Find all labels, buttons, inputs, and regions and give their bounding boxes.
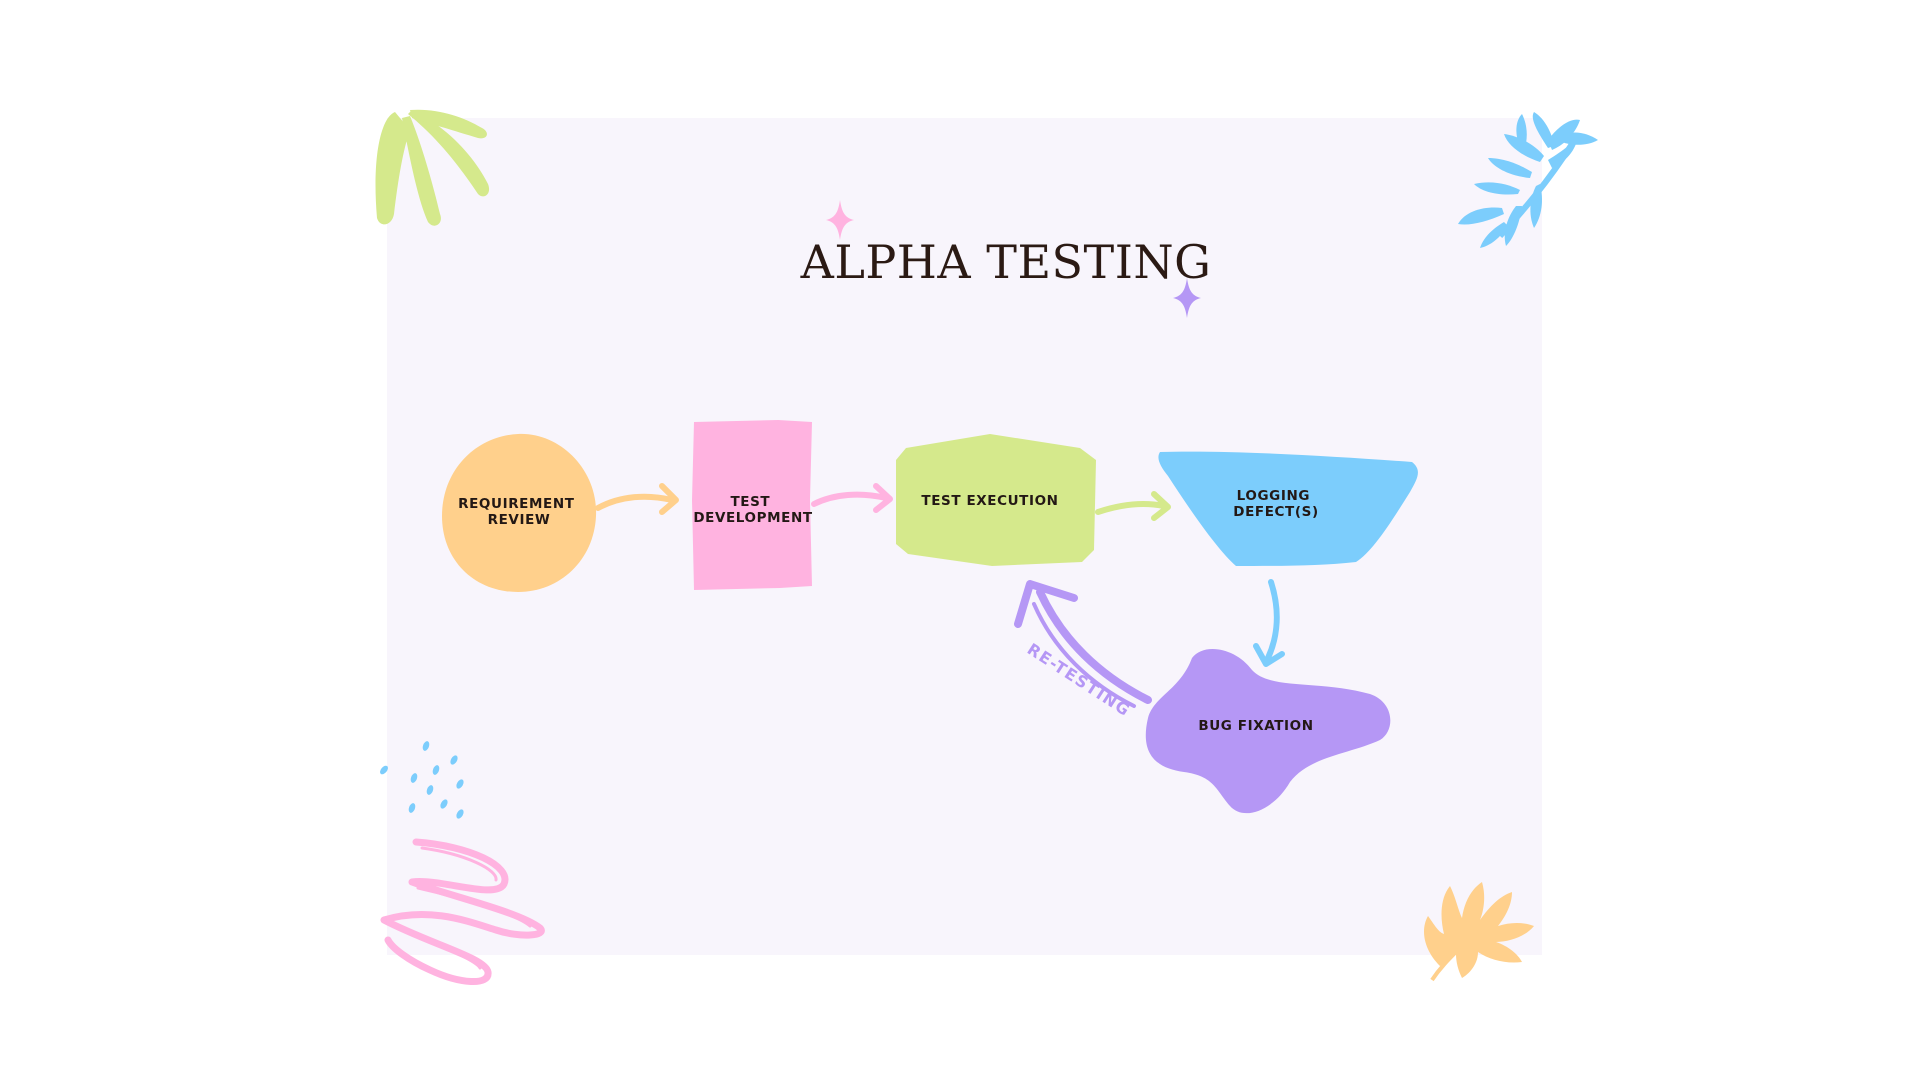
node-test-development[interactable]: TEST DEVELOPMENT bbox=[692, 420, 813, 590]
diagram-title: ALPHA TESTING bbox=[800, 235, 1212, 289]
node-test-development-label: TEST DEVELOPMENT bbox=[693, 494, 813, 526]
node-bug-fixation[interactable]: BUG FIXATION bbox=[1145, 648, 1391, 814]
green-leaf-icon bbox=[375, 109, 490, 226]
node-test-execution[interactable]: TEST EXECUTION bbox=[896, 434, 1096, 566]
edge-test-execution-to-logging-defects bbox=[1095, 491, 1171, 521]
node-test-execution-label: TEST EXECUTION bbox=[921, 493, 1058, 509]
node-requirement-review-label: REQUIREMENT REVIEW bbox=[458, 496, 580, 528]
edge-bug-fixation-to-test-execution: RE-TESTING bbox=[1014, 580, 1152, 720]
edge-requirement-review-to-test-development bbox=[595, 483, 679, 515]
sparkle-purple-icon bbox=[1173, 278, 1201, 318]
node-requirement-review[interactable]: REQUIREMENT REVIEW bbox=[442, 433, 597, 592]
sparkle-pink-icon bbox=[826, 200, 854, 240]
blue-dots-icon bbox=[380, 741, 464, 819]
orange-oak-leaf-icon bbox=[1424, 882, 1534, 982]
blue-fern-icon bbox=[1458, 112, 1598, 248]
node-logging-defects[interactable]: LOGGING DEFECT(S) bbox=[1158, 451, 1418, 566]
node-bug-fixation-label: BUG FIXATION bbox=[1198, 718, 1313, 734]
pink-scribble-icon bbox=[380, 838, 545, 986]
node-logging-defects-label: LOGGING DEFECT(S) bbox=[1233, 488, 1318, 520]
edge-test-development-to-test-execution bbox=[811, 483, 893, 513]
edge-logging-defects-to-bug-fixation bbox=[1253, 579, 1285, 667]
